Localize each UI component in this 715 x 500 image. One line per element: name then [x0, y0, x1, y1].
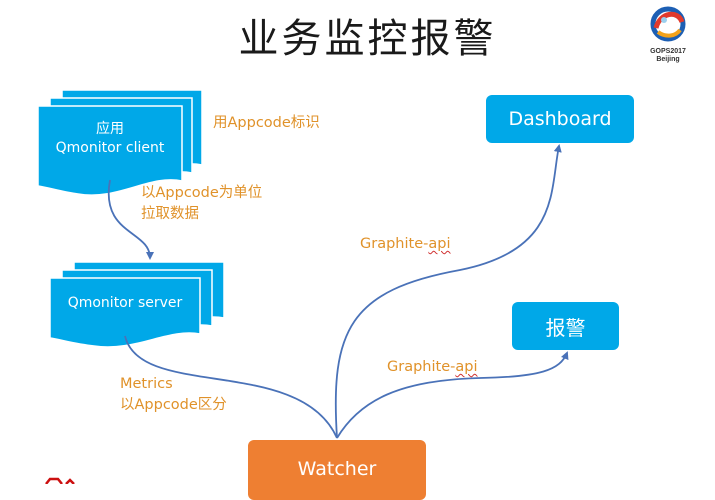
client-line1: 应用: [96, 121, 124, 137]
edge-watcher-to-dashboard: [334, 144, 562, 439]
server-node-label: Qmonitor server: [67, 295, 183, 311]
server-doc-stack: [49, 261, 225, 348]
graphite-api-top-label: Graphite-api: [360, 234, 450, 255]
client-line2: Qmonitor client: [55, 140, 165, 156]
page-title: 业务监控报警: [238, 16, 497, 62]
server-doc-front: [49, 277, 201, 348]
diagram-canvas: [37, 89, 569, 484]
graphite-api-bottom-label: Graphite-api: [387, 357, 477, 378]
logo-line2: Beijing: [656, 56, 680, 63]
gops-logo: GOPS2017 Beijing: [644, 4, 692, 64]
graphite-top-api: api: [428, 236, 451, 252]
client-doc-front: [37, 105, 183, 196]
logo-line1: GOPS2017: [650, 48, 686, 55]
red-fragment: [45, 477, 75, 484]
client-appcode-note: 用Appcode标识: [213, 115, 320, 131]
graphite-bottom-api: api: [455, 359, 478, 375]
client-doc-stack: [37, 89, 203, 196]
alarm-node: 报警: [512, 302, 619, 350]
edge-server-to-watcher: [124, 335, 338, 439]
edge-watcher-to-alarm: [336, 351, 569, 439]
metrics-line1: Metrics: [120, 376, 173, 392]
pull-line1: 以Appcode为单位: [141, 185, 263, 201]
client-node-label: 应用 Qmonitor client: [38, 120, 182, 158]
pull-line2: 拉取数据: [141, 206, 199, 222]
graphite-bottom-prefix: Graphite-: [387, 359, 456, 375]
watcher-node: Watcher: [248, 440, 426, 500]
metrics-line2: 以Appcode区分: [120, 397, 227, 413]
dashboard-node: Dashboard: [486, 95, 634, 143]
edge-client-to-server: [107, 179, 154, 260]
graphite-top-prefix: Graphite-: [360, 236, 429, 252]
gops-logo-icon: [650, 6, 686, 42]
pull-data-note: 以Appcode为单位 拉取数据: [141, 183, 262, 225]
metrics-note: Metrics 以Appcode区分: [120, 374, 227, 416]
